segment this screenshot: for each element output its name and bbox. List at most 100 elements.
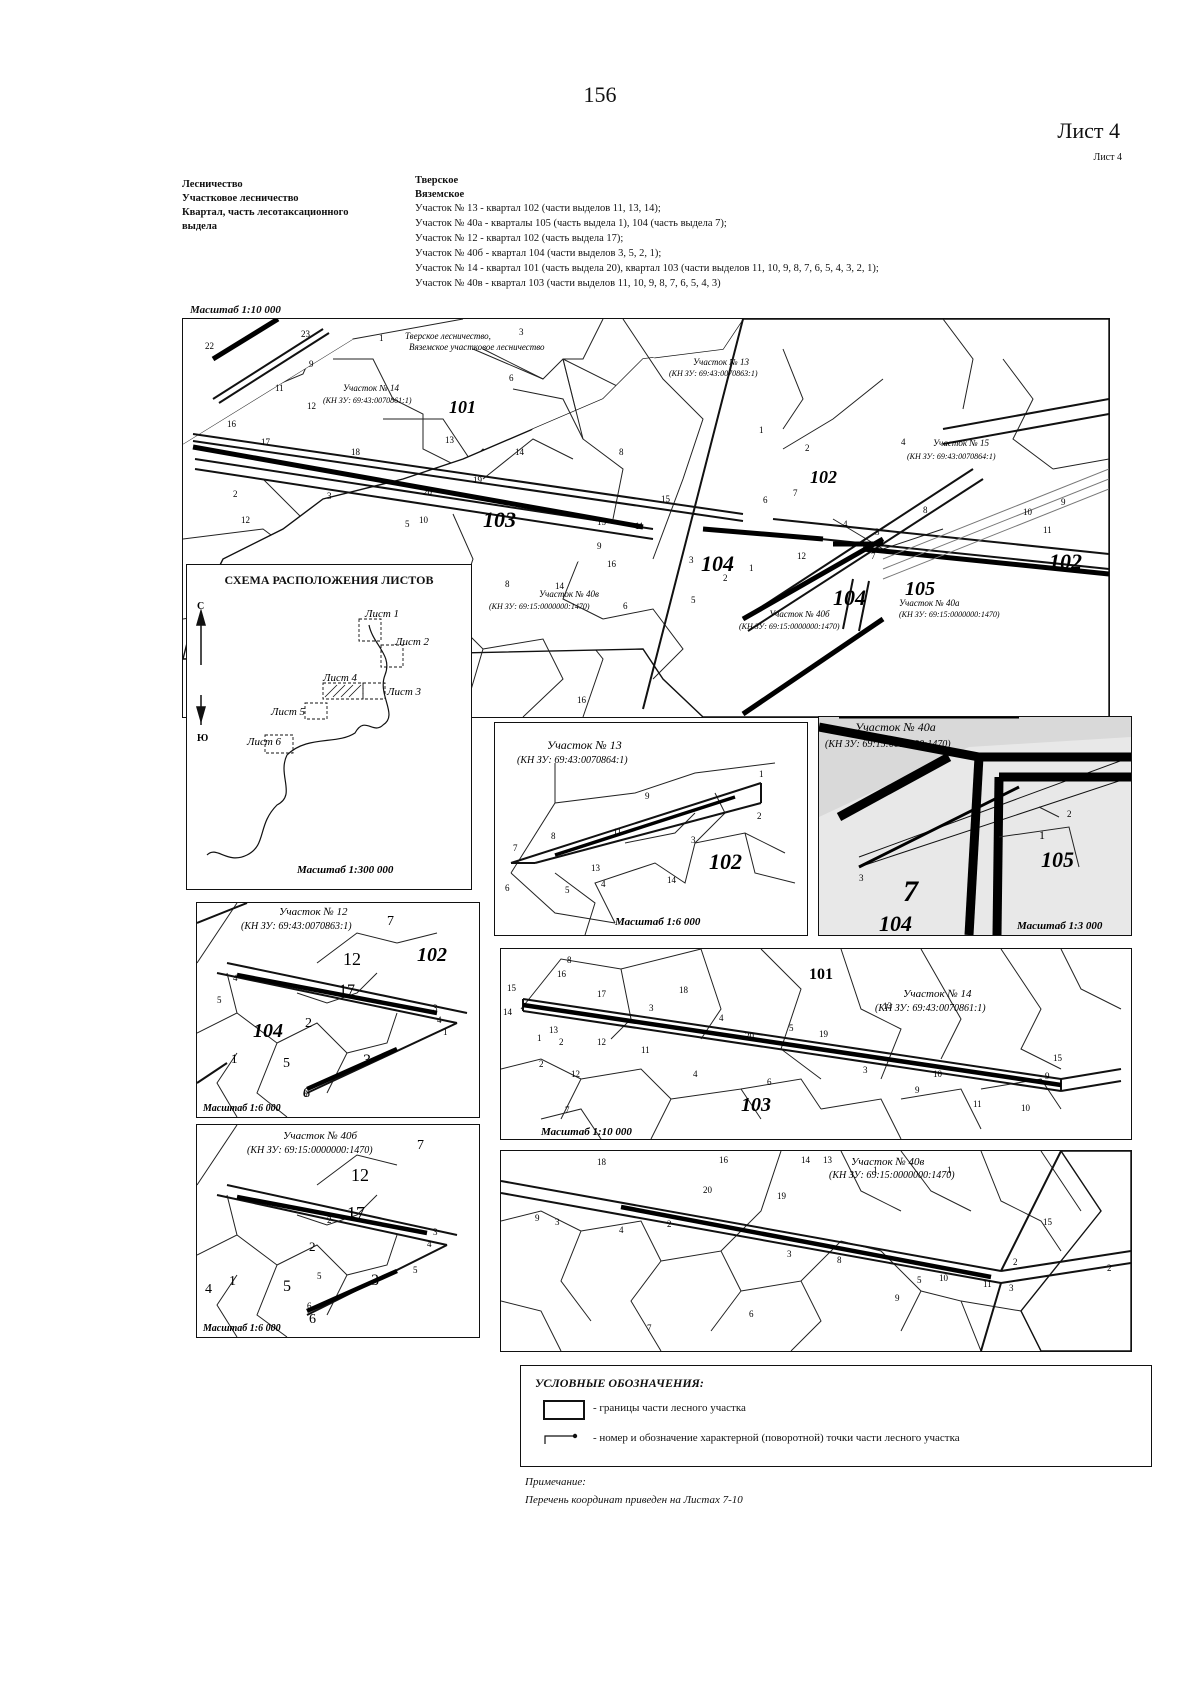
inset40v-edge-num: 2	[1107, 1263, 1112, 1273]
point-num: 3	[691, 835, 696, 845]
division-num: 17	[597, 989, 607, 999]
division-num: 12	[343, 949, 361, 969]
point-num: 9	[1045, 1071, 1050, 1081]
div-num: 6	[623, 601, 628, 611]
inset14-scale: Масштаб 1:10 000	[540, 1126, 632, 1138]
inset12-scale: Масштаб 1:6 000	[202, 1103, 281, 1114]
div-num: 6	[509, 373, 514, 383]
header-plot-40v: Участок № 40в - квартал 103 (части выдел…	[415, 278, 721, 289]
div-num: 10	[419, 515, 429, 525]
inset40a-division-7: 7	[903, 875, 919, 908]
div-num: 3	[689, 555, 694, 565]
div-num: 20	[423, 487, 433, 497]
division-num: 18	[597, 1157, 607, 1167]
division-num: 12	[571, 1069, 580, 1079]
div-num: 9	[309, 359, 314, 369]
header-plot-12: Участок № 12 - квартал 102 (часть выдела…	[415, 233, 624, 244]
div-num: 3	[875, 527, 880, 537]
sheet-title: Лист 4	[1057, 118, 1120, 143]
div-num: 17	[261, 437, 271, 447]
div-num: 19	[473, 475, 483, 485]
inset12-quarter-102: 102	[417, 944, 447, 966]
div-num: 23	[301, 329, 311, 339]
point-num: 5	[317, 1271, 322, 1281]
div-num: 16	[607, 559, 617, 569]
inset14-quarter-101: 101	[809, 966, 833, 983]
sheet-small-label: Лист 4	[1093, 152, 1122, 163]
division-num: 17	[339, 982, 355, 999]
division-num: 5	[283, 1278, 291, 1295]
point-num: 3	[859, 873, 864, 883]
inset-plot-40a: Участок № 40а (КН ЗУ: 69:15:0000000:1470…	[818, 716, 1132, 936]
sheets-layout-scheme: СХЕМА РАСПОЛОЖЕНИЯ ЛИСТОВ С Ю Лис	[186, 564, 472, 890]
quarter-102-b: 102	[1049, 549, 1082, 574]
division-num: 11	[641, 1045, 650, 1055]
division-num: 7	[647, 1323, 652, 1333]
inset12-quarter-104: 104	[253, 1020, 283, 1042]
scheme-sheet-3: Лист 3	[386, 686, 422, 698]
division-num: 20	[745, 1031, 755, 1041]
division-num: 11	[973, 1099, 982, 1109]
div-num: 3	[327, 491, 332, 501]
division-num: 3	[371, 1272, 379, 1289]
inset40a-label: Участок № 40а	[855, 720, 936, 734]
div-num: 1	[759, 425, 764, 435]
legend-title: УСЛОВНЫЕ ОБОЗНАЧЕНИЯ:	[535, 1376, 704, 1390]
note-title: Примечание:	[525, 1476, 586, 1488]
division-num: 12	[351, 1165, 369, 1185]
division-num: 7	[417, 1138, 424, 1153]
inset40a-quarter-104: 104	[879, 911, 912, 935]
div-num: 10	[1023, 507, 1033, 517]
division-num: 2	[559, 1037, 564, 1047]
quarter-104: 104	[701, 551, 734, 576]
point-num: 5	[789, 1023, 794, 1033]
division-num: 9	[535, 1213, 540, 1223]
div-num: 14	[515, 447, 525, 457]
division-num: 13	[823, 1155, 833, 1165]
plot40v-label: Участок № 40в	[539, 589, 599, 599]
point-num: 2	[757, 811, 762, 821]
plot40b-kn: (КН ЗУ: 69:15:0000000:1470)	[739, 622, 840, 631]
division-num: 6	[749, 1309, 754, 1319]
quarter-104-b: 104	[833, 585, 866, 610]
division-num: 19	[819, 1029, 829, 1039]
division-num: 8	[567, 955, 572, 965]
division-num: 3	[363, 1052, 371, 1069]
point-num: 4	[233, 973, 238, 983]
point-num: 4	[427, 1239, 432, 1249]
div-num: 8	[619, 447, 624, 457]
point-num: 15	[507, 983, 517, 993]
point-num: 5	[217, 995, 222, 1005]
division-num: 2	[539, 1059, 544, 1069]
division-num: 13	[549, 1025, 559, 1035]
division-num: 16	[719, 1155, 729, 1165]
header-left-2: Участковое лесничество	[182, 193, 299, 204]
point-num: 3	[1009, 1283, 1014, 1293]
point-num: 6	[505, 883, 510, 893]
point-num: 2	[1067, 809, 1072, 819]
division-num: 3	[555, 1217, 560, 1227]
legend-boundary-text: - границы части лесного участка	[593, 1402, 746, 1414]
header-forestry: Тверское	[415, 175, 459, 186]
division-num: 4	[619, 1225, 624, 1235]
division-num: 1	[537, 1033, 542, 1043]
div-num: 16	[577, 695, 587, 705]
inset13-scale: Масштаб 1:6 000	[614, 916, 701, 928]
scheme-sheet-2: Лист 2	[394, 636, 430, 648]
div-num: 9	[1061, 497, 1066, 507]
point-num: 4	[601, 879, 606, 889]
plot13-kn: (КН ЗУ: 69:43:0070863:1)	[669, 369, 758, 378]
inset-plot-12: Участок № 12 (КН ЗУ: 69:43:0070863:1) 10…	[196, 902, 480, 1118]
header-district: Вяземское	[415, 189, 465, 200]
div-num: 11	[1043, 525, 1052, 535]
div-num: 2	[233, 489, 238, 499]
inset14-label: Участок № 14	[903, 988, 972, 1000]
div-num: 1	[749, 563, 754, 573]
div-num: 12	[307, 401, 316, 411]
division-num: 6	[767, 1077, 772, 1087]
division-num: 6	[309, 1312, 316, 1327]
inset40b-label: Участок № 40б	[283, 1130, 357, 1142]
div-num: 9	[597, 541, 602, 551]
inset13-kn: (КН ЗУ: 69:43:0070864:1)	[517, 755, 628, 766]
point-num: 5	[565, 885, 570, 895]
